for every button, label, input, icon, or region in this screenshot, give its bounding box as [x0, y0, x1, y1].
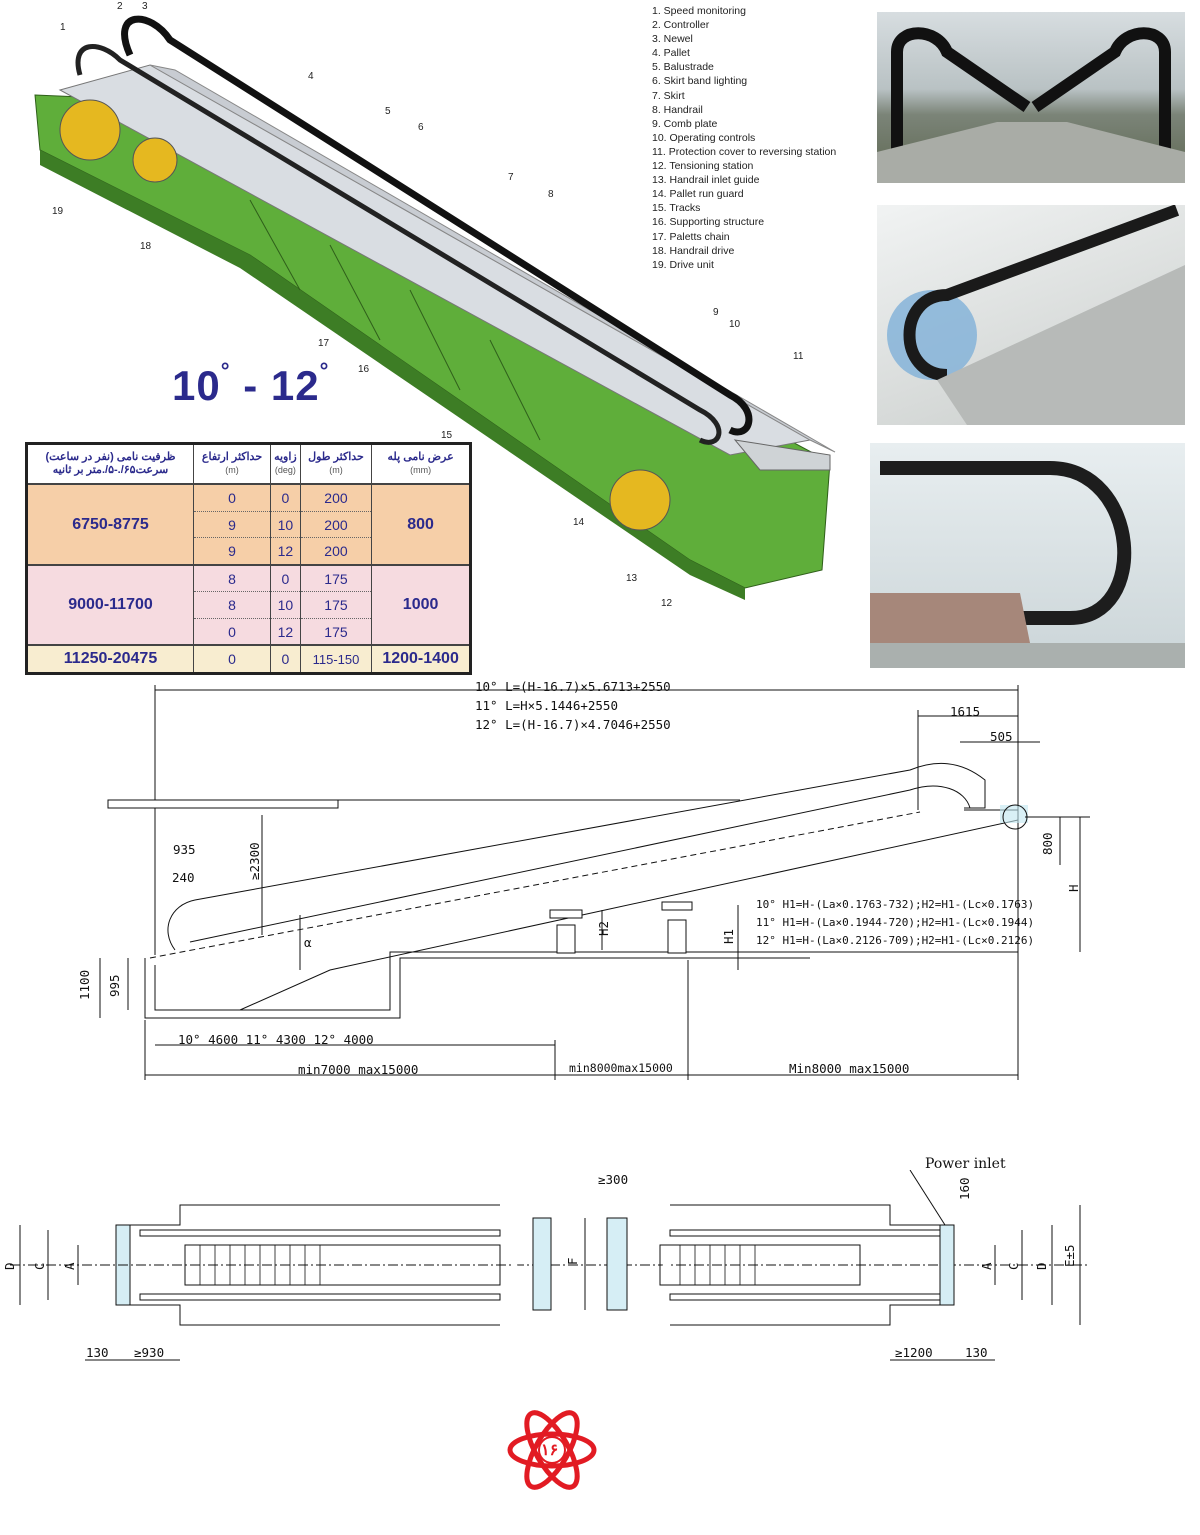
dim-A-right: A [979, 1262, 994, 1270]
dim-130-left: 130 [86, 1345, 109, 1360]
part-item: 18. Handrail drive [652, 244, 735, 257]
dim-F: F [565, 1257, 580, 1265]
callout-11: 11 [793, 351, 804, 362]
dim-300: ≥300 [598, 1172, 629, 1187]
side-elevation-drawing [99, 685, 1090, 1080]
dim-935: 935 [173, 842, 196, 857]
dim-995: 995 [107, 974, 122, 997]
callout-6: 6 [418, 122, 424, 133]
height-formula-11: 11° H1=H-(La×0.1944-720);H2=H1-(Lc×0.194… [756, 916, 1035, 929]
callout-4: 4 [308, 71, 314, 82]
callout-8: 8 [548, 189, 554, 200]
part-item: 1. Speed monitoring [652, 5, 746, 17]
dim-C-right: C [1006, 1262, 1021, 1270]
callout-7: 7 [508, 172, 514, 183]
length-formula-11: 11° L=H×5.1446+2550 [475, 698, 618, 713]
dim-H1: H1 [721, 928, 736, 944]
callout-15: 15 [441, 430, 453, 441]
dim-A-left: A [62, 1262, 77, 1270]
company-logo: ۱۶ [505, 1400, 600, 1500]
dim-H2: H2 [596, 920, 611, 936]
callout-5: 5 [385, 106, 391, 117]
part-item: 8. Handrail [652, 103, 703, 116]
callout-17: 17 [318, 338, 330, 349]
part-item: 17. Paletts chain [652, 230, 730, 243]
dim-span-lower: min7000 max15000 [298, 1062, 419, 1077]
dim-span-upper: Min8000 max15000 [789, 1061, 910, 1076]
callout-9: 9 [713, 307, 719, 318]
part-item: 13. Handrail inlet guide [652, 174, 760, 187]
dim-505: 505 [990, 729, 1013, 744]
atom-logo-icon [507, 1410, 597, 1490]
part-item: 11. Protection cover to reversing statio… [652, 145, 837, 158]
part-item: 6. Skirt band lighting [652, 75, 748, 88]
part-item: 3. Newel [652, 33, 693, 46]
height-formula-12: 12° H1=H-(La×0.2126-709);H2=H1-(Lc×0.212… [756, 934, 1035, 947]
callout-3: 3 [142, 1, 148, 12]
photo-handrail-closeup [870, 443, 1185, 668]
part-item: 5. Balustrade [652, 61, 714, 74]
dim-1100: 1100 [77, 969, 92, 1000]
length-formula-12: 12° L=(H-16.7)×4.7046+2550 [475, 717, 671, 732]
dim-1615: 1615 [950, 704, 981, 719]
part-item: 14. Pallet run guard [652, 188, 744, 201]
specification-table: ظرفیت نامی (نفر در ساعت)سرعت۶۵/.-۵/.متر … [25, 442, 472, 675]
dim-H: H [1066, 884, 1081, 892]
callout-12: 12 [661, 598, 673, 609]
part-item: 4. Pallet [652, 47, 690, 60]
header-step-width: عرض نامی پله(mm) [371, 443, 471, 486]
callout-1: 1 [60, 22, 66, 33]
dim-160: 160 [957, 1177, 972, 1200]
callout-19: 19 [52, 206, 64, 217]
callout-16: 16 [358, 364, 370, 375]
callout-18: 18 [140, 241, 152, 252]
header-max-height: حداکثر ارتفاع(m) [192, 443, 271, 486]
plan-view-drawing [10, 1170, 1090, 1361]
part-item: 16. Supporting structure [652, 216, 765, 229]
photo-moving-walk-entry [877, 12, 1185, 183]
parts-list: 1. Speed monitoring 2. Controller 3. New… [652, 4, 836, 272]
callout-13: 13 [626, 573, 638, 584]
part-item: 7. Skirt [652, 89, 685, 102]
dim-C-left: C [32, 1262, 47, 1270]
dim-2300: ≥2300 [247, 842, 262, 880]
callout-14: 14 [573, 517, 585, 528]
dim-D-left: D [2, 1262, 17, 1270]
dim-240: 240 [172, 870, 195, 885]
header-angle: زاویه(deg) [270, 443, 301, 486]
dim-E: E±5 [1062, 1244, 1077, 1267]
callout-10: 10 [729, 319, 741, 330]
photo-handrail-side [877, 205, 1185, 425]
dim-930: ≥930 [134, 1345, 165, 1360]
callout-2: 2 [117, 1, 123, 12]
power-inlet-label: Power inlet [925, 1156, 1006, 1172]
part-item: 10. Operating controls [652, 131, 756, 144]
moving-walk-illustration [34, 15, 836, 600]
dim-pit-length: 10° 4600 11° 4300 12° 4000 [178, 1032, 374, 1047]
part-item: 9. Comb plate [652, 117, 718, 130]
dim-span-middle: min8000max15000 [569, 1061, 673, 1075]
height-formula-10: 10° H1=H-(La×0.1763-732);H2=H1-(Lc×0.176… [756, 898, 1035, 911]
dim-1200: ≥1200 [895, 1345, 933, 1360]
dim-alpha: α [304, 935, 312, 950]
dim-D-right: D [1034, 1262, 1049, 1270]
part-item: 15. Tracks [652, 202, 701, 215]
part-item: 2. Controller [652, 19, 710, 32]
dim-130-right: 130 [965, 1345, 988, 1360]
dim-800: 800 [1040, 832, 1055, 855]
angle-range-title: 10° - 12° [172, 358, 330, 409]
part-item: 12. Tensioning station [652, 160, 754, 173]
header-capacity: ظرفیت نامی (نفر در ساعت)سرعت۶۵/.-۵/.متر … [26, 443, 194, 486]
length-formula-10: 10° L=(H-16.7)×5.6713+2550 [475, 679, 671, 694]
header-max-length: حداکثر طول(m) [299, 443, 372, 486]
part-item: 19. Drive unit [652, 258, 714, 271]
